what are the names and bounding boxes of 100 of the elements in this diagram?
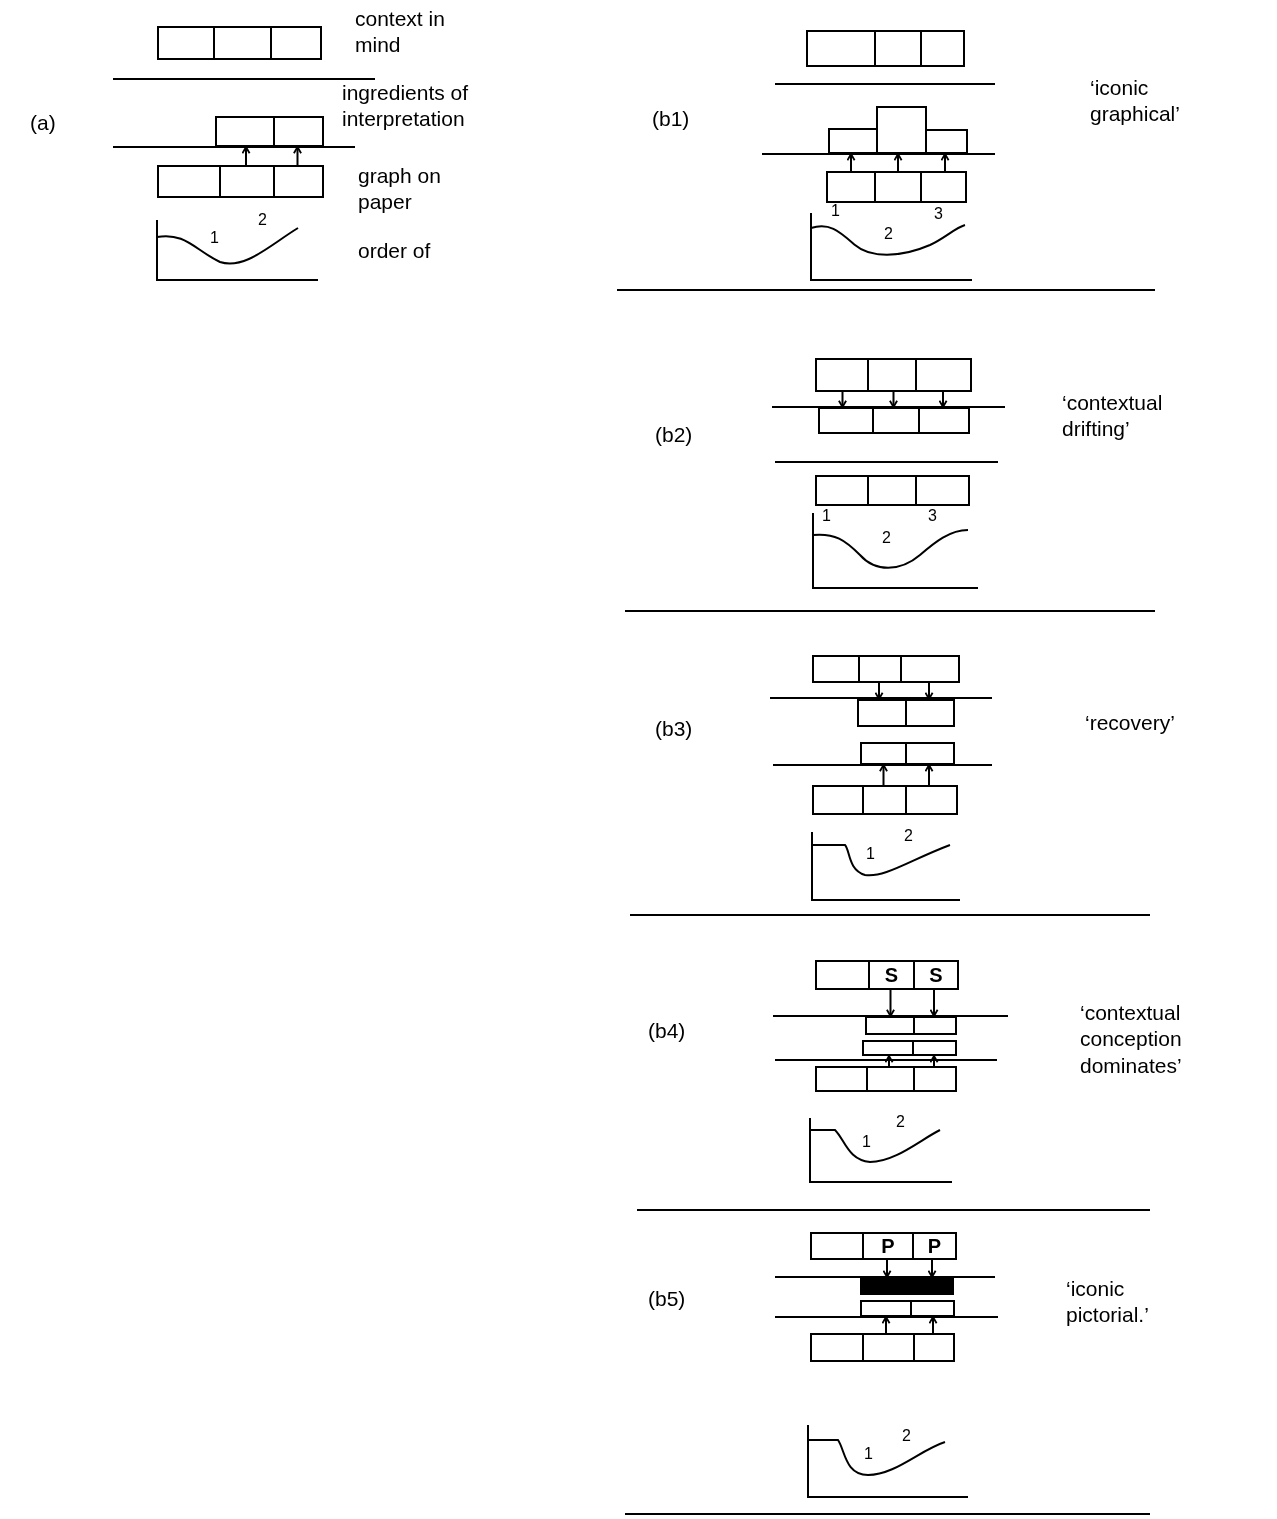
panel-label: (b5) [648,1286,686,1312]
filled-bar [860,1277,954,1295]
annotation-text: graph on paper [358,163,442,216]
empty-cell [818,407,874,434]
empty-cell [815,475,869,506]
arrow [929,1055,939,1067]
empty-cell [806,30,876,67]
arrow [884,1055,894,1067]
empty-cell [812,655,860,683]
empty-cell [810,1333,864,1362]
empty-cell [826,171,876,203]
panel-label: (b3) [655,716,693,742]
empty-cell [872,407,920,434]
curve-point-number: 1 [210,230,219,246]
annotation-text: ‘iconic graphical’ [1090,75,1181,128]
empty-cell [273,165,324,198]
empty-cell [867,475,917,506]
arrow [924,682,934,700]
arrow [928,1316,938,1334]
curve-point-number: 3 [934,206,943,222]
panel-label: (b1) [652,106,690,132]
arrow [882,1259,892,1278]
annotation-text: ‘contextual drifting’ [1062,390,1164,443]
arrow [846,153,856,172]
arrow [886,989,895,1017]
curve-point-number: 2 [884,226,893,242]
empty-cell [876,106,927,154]
empty-cell [915,358,972,392]
empty-cell [815,1066,868,1092]
empty-cell [866,1066,915,1092]
empty-cell [862,1333,915,1362]
curve-point-number: 3 [928,508,937,524]
arrow [838,391,847,408]
empty-cell [912,1040,957,1056]
arrow [940,153,950,172]
empty-cell [860,742,907,765]
empty-cell [913,1016,957,1035]
cell: S [868,960,915,990]
empty-cell [815,960,870,990]
curve-point-number: 2 [904,828,913,844]
curve-point-number: 1 [831,203,840,219]
empty-cell [157,26,215,60]
empty-cell [865,1016,915,1035]
annotation-text: ‘contextual conception dominates’ [1080,1000,1183,1079]
empty-cell [920,30,965,67]
annotation-text: ingredients of interpretation [342,80,470,133]
curve-point-number: 2 [902,1428,911,1444]
empty-cell [925,129,968,154]
annotation-text: ‘recovery’ [1085,710,1175,736]
cell: P [912,1232,957,1260]
empty-cell [815,358,869,392]
arrow [879,764,888,786]
annotation-text: ‘iconic pictorial.’ [1066,1276,1150,1329]
empty-cell [918,407,970,434]
empty-cell [905,742,955,765]
curve-point-number: 1 [862,1134,871,1150]
empty-cell [915,475,970,506]
panel-label: (b2) [655,422,693,448]
cell: P [862,1232,914,1260]
empty-cell [862,785,907,815]
empty-cell [905,785,958,815]
arrow [938,391,948,408]
empty-cell [270,26,322,60]
curve-point-number: 1 [822,508,831,524]
cell: S [913,960,959,990]
arrow [889,391,898,408]
empty-cell [900,655,960,683]
empty-cell [913,1333,955,1362]
empty-cell [828,128,878,154]
arrow [874,682,884,700]
curve-point-number: 1 [866,846,875,862]
annotation-text: order of [358,238,431,264]
arrow [924,764,934,786]
curve-point-number: 2 [896,1114,905,1130]
empty-cell [810,1232,864,1260]
empty-cell [812,785,864,815]
panel-label: (a) [30,110,56,136]
empty-cell [215,116,275,147]
empty-cell [874,171,922,203]
empty-cell [219,165,275,198]
empty-cell [273,116,324,147]
arrow [893,153,903,172]
empty-cell [913,1066,957,1092]
arrow [927,1259,937,1278]
empty-cell [213,26,272,60]
empty-cell [905,699,955,727]
curve-point-number: 2 [882,530,891,546]
empty-cell [157,165,221,198]
empty-cell [858,655,902,683]
empty-cell [920,171,967,203]
empty-cell [862,1040,914,1056]
empty-cell [910,1300,955,1317]
empty-cell [874,30,922,67]
annotation-text: context in mind [355,6,446,59]
curve-point-number: 1 [864,1446,873,1462]
panel-label: (b4) [648,1018,686,1044]
arrow [241,146,251,166]
arrow [929,989,939,1017]
empty-cell [860,1300,912,1317]
empty-cell [867,358,917,392]
